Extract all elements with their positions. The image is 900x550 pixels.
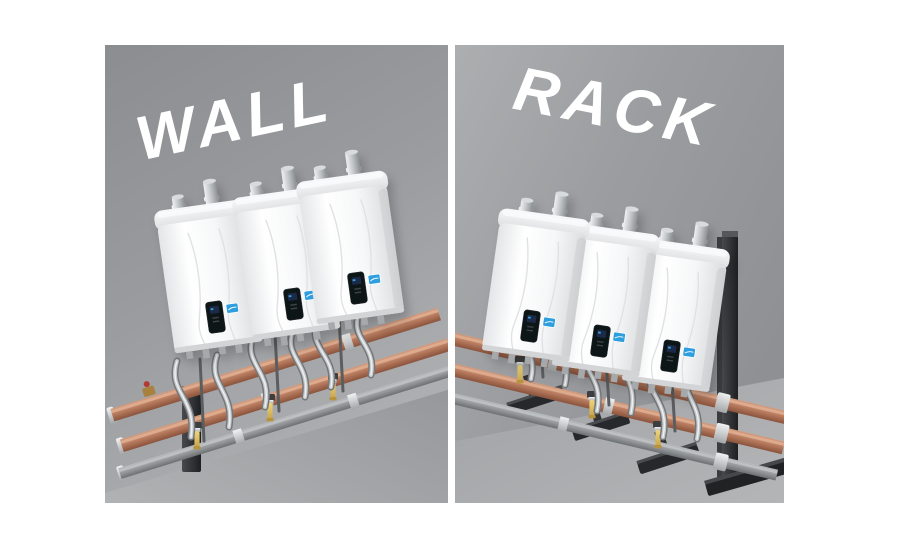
rack-mount-panel: RACK — [455, 45, 784, 503]
steel-pipe — [116, 364, 448, 481]
rack-post — [717, 231, 738, 483]
gas-line — [273, 331, 281, 413]
brass-fitting — [142, 381, 156, 397]
wall-mount-panel: WALL — [105, 45, 448, 503]
rack-installation-scene — [455, 182, 784, 496]
gas-line — [198, 357, 206, 443]
gas-line — [337, 315, 345, 393]
wall-installation-scene — [106, 144, 448, 481]
steel-pipe — [455, 388, 779, 481]
